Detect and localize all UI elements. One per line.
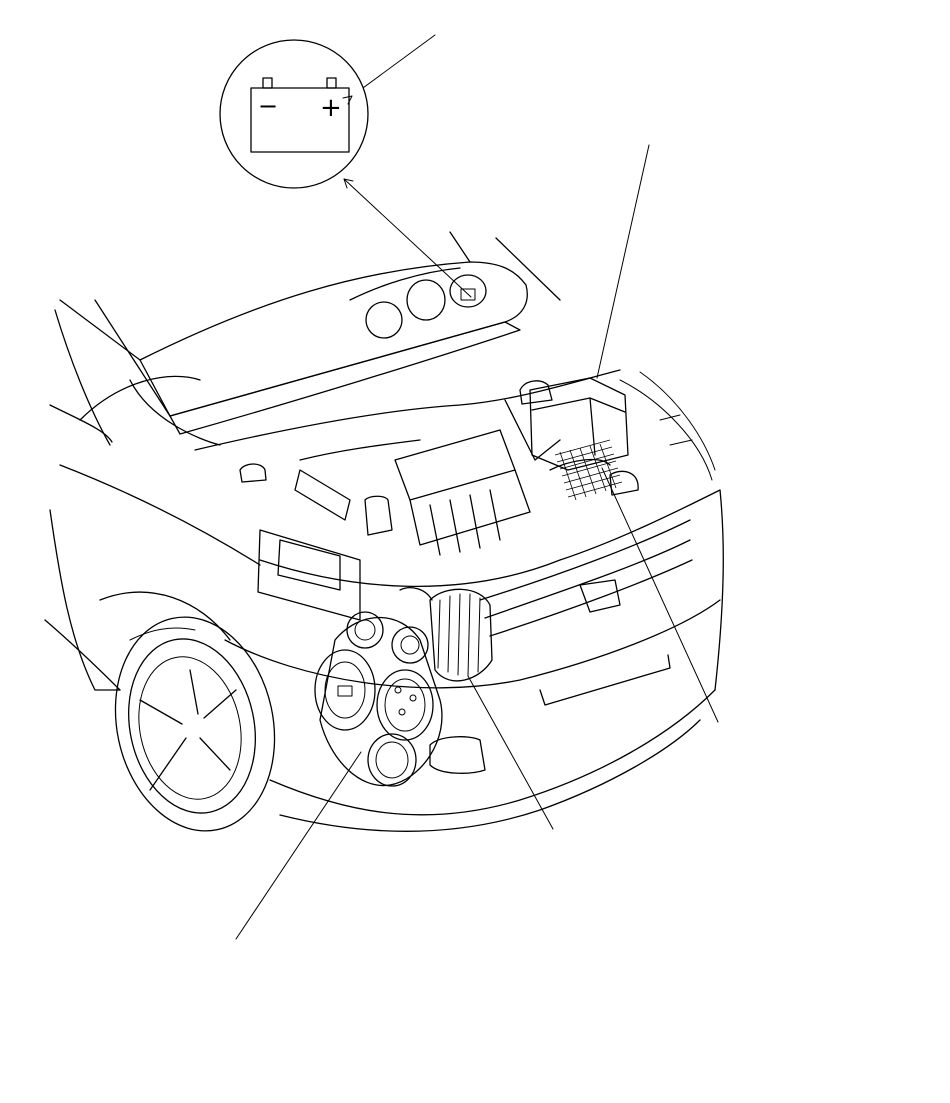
front-wheel <box>96 602 293 846</box>
inset-arrowhead <box>344 179 353 188</box>
car-body-side <box>45 310 260 690</box>
leader-drive-belt <box>236 752 361 939</box>
battery-detail-inset: − + <box>220 40 368 188</box>
leader-fuse-box <box>597 145 649 378</box>
positive-terminal-symbol: + <box>320 93 342 123</box>
relay-fuse-box <box>530 378 628 500</box>
negative-terminal-symbol: − <box>258 92 278 120</box>
engine-assembly <box>195 370 638 620</box>
car-front-engine-bay-illustration <box>45 232 723 846</box>
leader-arrowhead <box>343 96 352 104</box>
front-bumper <box>225 372 723 831</box>
leader-alternator <box>468 676 553 829</box>
alternator <box>400 588 492 681</box>
leader-relay-box <box>602 468 718 722</box>
callout-leaders <box>236 35 718 939</box>
leader-battery-location <box>344 179 471 297</box>
serpentine-belt-pulleys <box>315 612 442 786</box>
leader-battery-terminal <box>352 35 435 96</box>
battery-icon <box>251 78 349 152</box>
raised-hood <box>60 232 560 434</box>
inset-circle <box>220 40 368 188</box>
